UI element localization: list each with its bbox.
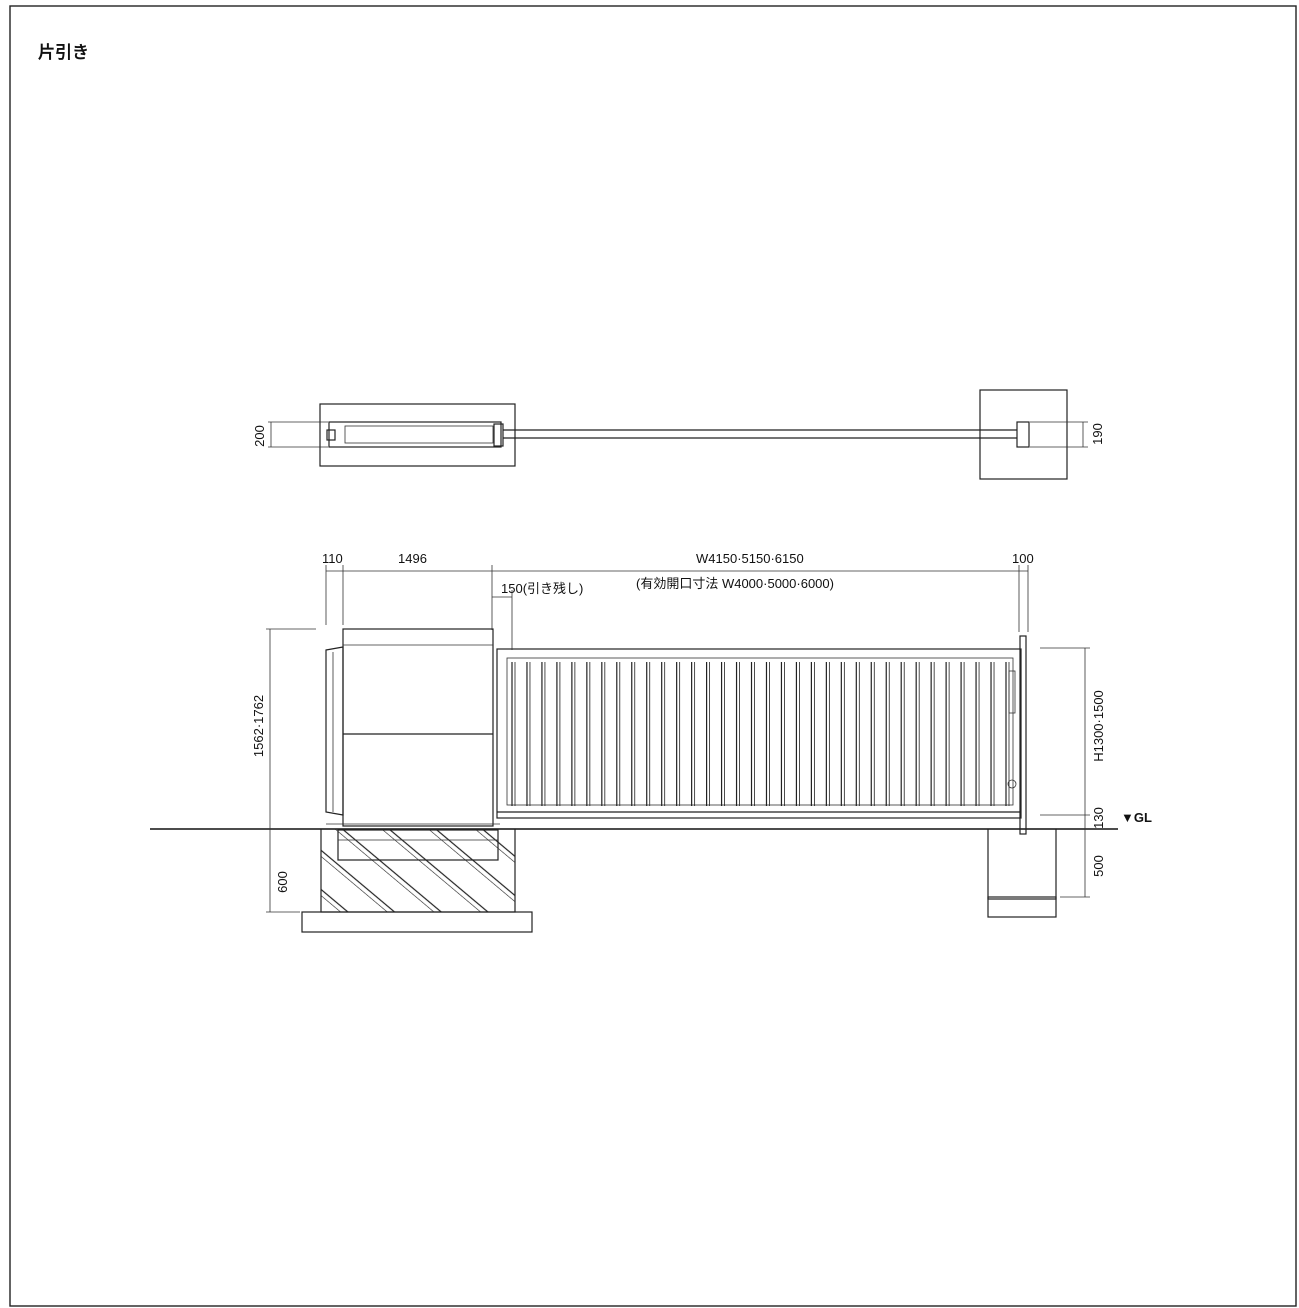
gate-latch <box>1007 779 1017 789</box>
dim-gate-height: H1300·1500 <box>1091 690 1106 762</box>
drawing-title: 片引き <box>38 42 89 63</box>
left-base-slab <box>301 911 533 933</box>
dim-effective-opening: (有効開口寸法 W4000·5000·6000) <box>636 576 834 591</box>
plan-gate-end-block <box>493 423 504 447</box>
left-footing-hatch <box>321 829 515 912</box>
dim-storage-height: 1562·1762 <box>251 695 266 757</box>
dim-post-width: 110 <box>322 551 343 566</box>
plan-storage-inner <box>344 425 494 444</box>
plan-receiver-post <box>1016 421 1030 448</box>
plan-view: 200 190 <box>252 389 1105 480</box>
dim-overall-width: W4150·5150·6150 <box>696 551 804 566</box>
right-base-slab <box>987 896 1057 918</box>
gate-slats <box>511 662 1010 806</box>
right-footing <box>987 828 1057 900</box>
storage-housing <box>342 628 494 827</box>
plan-storage-frame <box>328 421 502 448</box>
sheet-border <box>9 5 1297 1307</box>
dim-right-footing-depth: 500 <box>1091 855 1106 877</box>
gate-panel <box>496 648 1022 819</box>
gate-handle <box>1008 670 1016 714</box>
dim-plan-left-depth: 200 <box>252 425 267 447</box>
dim-left-footing-depth: 600 <box>275 871 290 893</box>
end-post <box>1019 635 1027 835</box>
storage-side-panel <box>325 646 344 816</box>
dim-ground-clearance: 130 <box>1091 807 1106 829</box>
dim-plan-right-depth: 190 <box>1090 423 1105 445</box>
plan-left-foundation <box>319 403 516 467</box>
ground-level-label: ▼GL <box>1121 810 1152 825</box>
plan-right-foundation <box>979 389 1068 480</box>
gate-inner-frame <box>506 657 1014 806</box>
dim-storage-width: 1496 <box>398 551 427 566</box>
left-base-frame <box>337 829 499 861</box>
dim-remain-length: 150(引き残し) <box>501 581 583 596</box>
dim-end-post-width: 100 <box>1012 551 1034 566</box>
elevation-view: ▼GL 110 1496 <box>150 551 1152 933</box>
plan-latch-block <box>326 429 336 441</box>
